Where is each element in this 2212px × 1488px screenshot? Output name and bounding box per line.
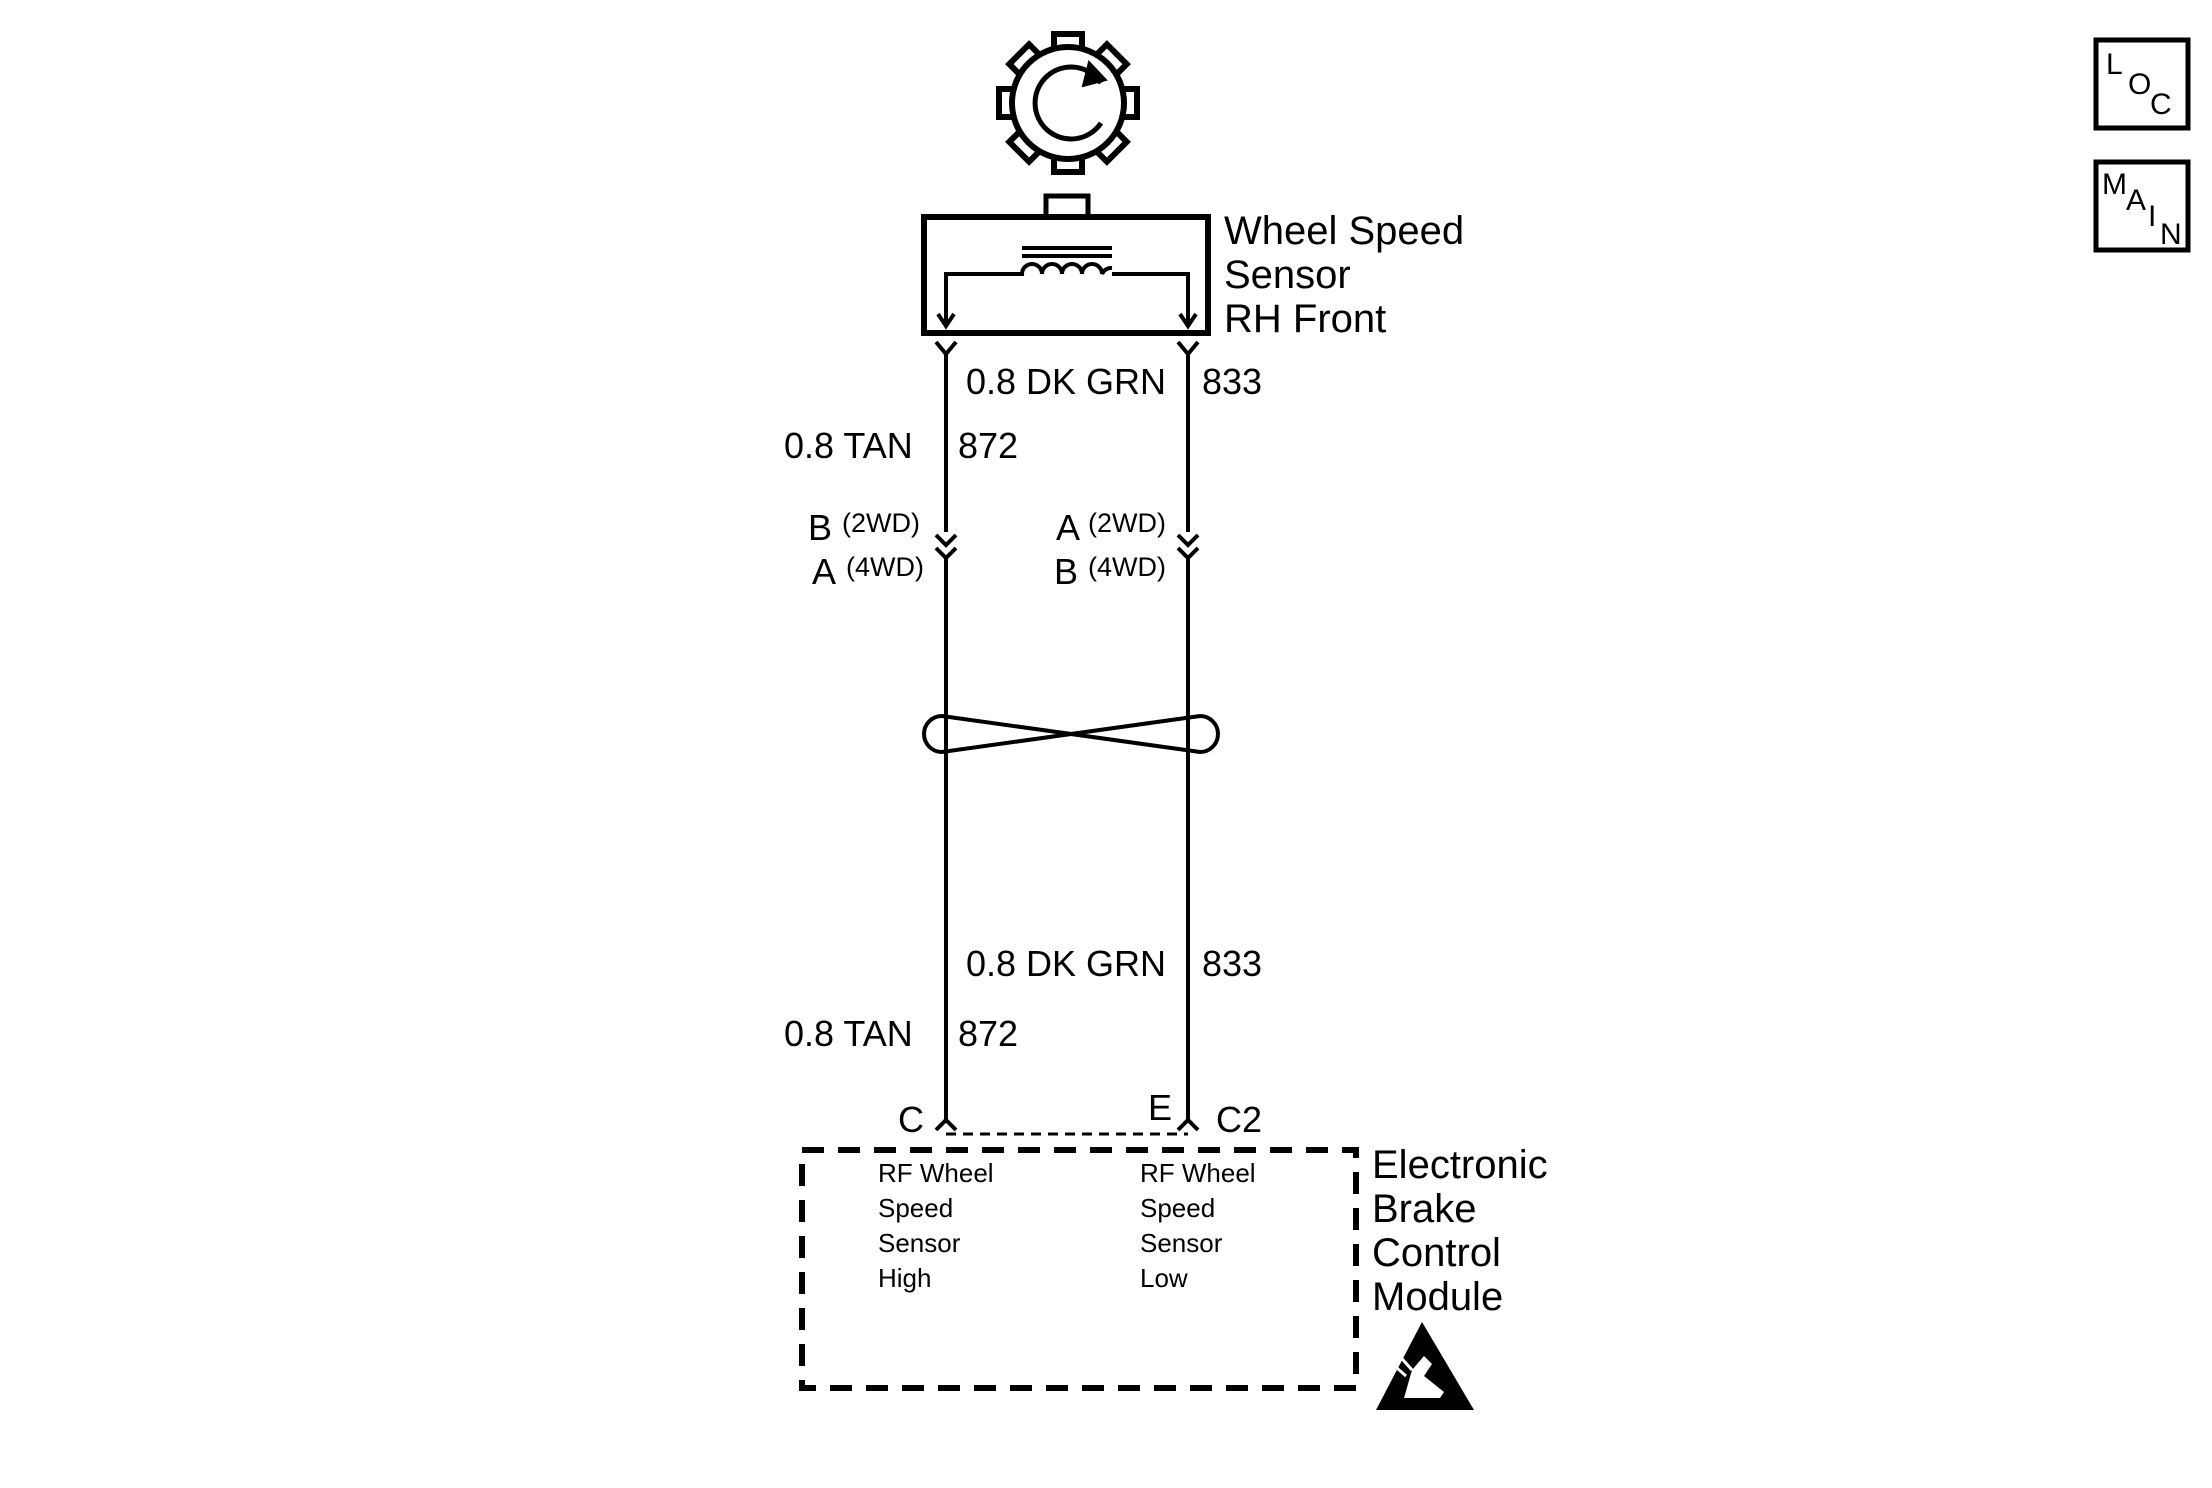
sensor-name-line-1: Wheel Speed: [1224, 209, 1464, 253]
inline-left-top-pin: B: [808, 507, 832, 548]
esd-warning-icon: [1376, 1322, 1474, 1410]
wheel-speed-sensor: [921, 214, 1211, 336]
main-letter-i: I: [2148, 200, 2156, 233]
twisted-pair-icon: [922, 713, 1220, 755]
module-left-circuit-line-4: High: [878, 1263, 931, 1293]
loc-letter-l: L: [2106, 48, 2123, 81]
inline-right-bottom-variant: (4WD): [1088, 552, 1166, 582]
module-right-circuit-line-1: RF Wheel: [1140, 1158, 1256, 1188]
module-name-line-1: Electronic: [1372, 1143, 1548, 1187]
main-letter-a: A: [2126, 184, 2146, 217]
module-right-circuit-line-3: Sensor: [1140, 1228, 1223, 1258]
module-name-line-2: Brake: [1372, 1187, 1477, 1231]
loc-letter-o: O: [2128, 68, 2151, 101]
module-name-line-4: Module: [1372, 1275, 1503, 1319]
module-connector-id: C2: [1216, 1099, 1262, 1140]
wire-upper-green-label: 0.8 DK GRN: [966, 361, 1166, 402]
sensor-name-line-3: RH Front: [1224, 297, 1386, 341]
tone-wheel-icon: [996, 31, 1140, 175]
wire-lower-green-circuit: 833: [1202, 943, 1262, 984]
wire-upper-tan-circuit: 872: [958, 425, 1018, 466]
wire-lower-tan-circuit: 872: [958, 1013, 1018, 1054]
wire-tan-872: [934, 340, 958, 1132]
inline-right-top-variant: (2WD): [1088, 508, 1166, 538]
loc-button[interactable]: L O C: [2093, 37, 2191, 131]
wire-upper-tan-label: 0.8 TAN: [784, 425, 913, 466]
wire-upper-green-circuit: 833: [1202, 361, 1262, 402]
module-right-circuit-line-4: Low: [1140, 1263, 1188, 1293]
module-left-circuit-line-2: Speed: [878, 1193, 953, 1223]
sensor-name-line-2: Sensor: [1224, 253, 1351, 297]
wire-lower-tan-label: 0.8 TAN: [784, 1013, 913, 1054]
inline-right-top-pin: A: [1056, 507, 1080, 548]
module-left-circuit-line-1: RF Wheel: [878, 1158, 994, 1188]
wire-dkgrn-833: [1176, 340, 1200, 1132]
module-pin-e: E: [1148, 1087, 1172, 1128]
inline-left-bottom-variant: (4WD): [846, 552, 924, 582]
module-left-circuit-line-3: Sensor: [878, 1228, 961, 1258]
main-letter-n: N: [2160, 218, 2182, 251]
main-letter-m: M: [2102, 168, 2127, 201]
loc-letter-c: C: [2150, 88, 2172, 121]
inline-right-bottom-pin: B: [1054, 551, 1078, 592]
module-name-line-3: Control: [1372, 1231, 1501, 1275]
wire-lower-green-label: 0.8 DK GRN: [966, 943, 1166, 984]
module-right-circuit-line-2: Speed: [1140, 1193, 1215, 1223]
main-button[interactable]: M A I N: [2093, 159, 2191, 253]
inline-left-bottom-pin: A: [812, 551, 836, 592]
inline-left-top-variant: (2WD): [842, 508, 920, 538]
module-pin-c: C: [898, 1099, 924, 1140]
